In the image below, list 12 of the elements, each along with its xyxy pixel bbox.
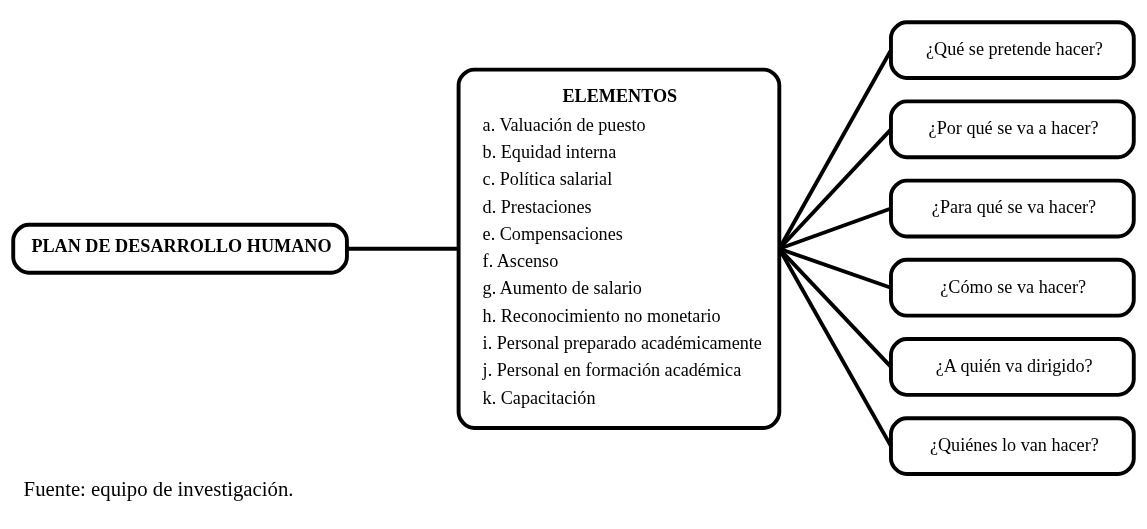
node-box: ¿Cómo se va hacer? <box>889 257 1136 318</box>
node-box: ELEMENTOS a. Valuación de puesto b. Equidad interna c. Política salarial d. Prestaciones e. Compensaciones f. Ascenso g. Aumento de salario h. Reconocimiento no monetario i. Personal preparado académicamente j. Personal en formación académica k. Capacitación <box>456 67 782 430</box>
node-box: ¿A quién va dirigido? <box>889 336 1136 397</box>
node-box: ¿Quiénes lo van hacer? <box>889 415 1136 476</box>
node-box: ¿Qué se pretende hacer? <box>889 19 1136 80</box>
node-box: ¿Para qué se va hacer? <box>889 178 1136 238</box>
connector <box>777 48 893 250</box>
connector <box>346 246 459 251</box>
node-box: PLAN DE DESARROLLO HUMANO <box>11 222 349 275</box>
node-box: ¿Por qué se va a hacer? <box>889 98 1136 159</box>
caption: Fuente: equipo de investigación. <box>23 476 294 500</box>
connector <box>777 247 893 447</box>
